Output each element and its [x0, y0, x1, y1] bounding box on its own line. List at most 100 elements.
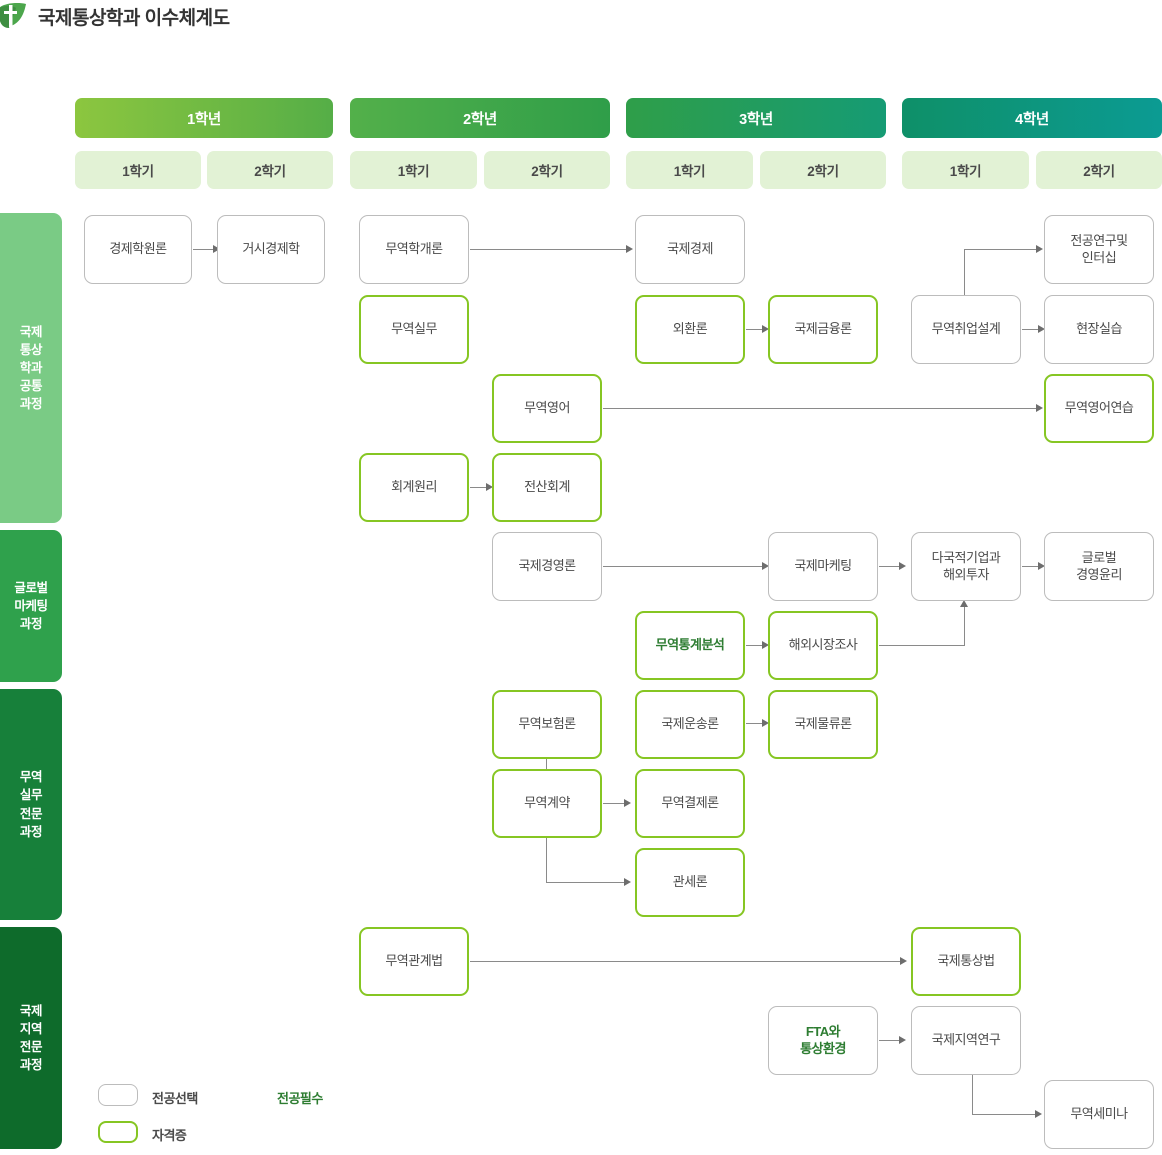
track-label-practice: 무역 실무 전문 과정 [0, 689, 62, 920]
course-box-무역보험론[interactable]: 무역보험론 [492, 690, 602, 759]
course-box-경제학원론[interactable]: 경제학원론 [84, 215, 192, 284]
connector [879, 1040, 903, 1042]
arrow-head [626, 245, 633, 253]
arrow-head [899, 1036, 906, 1044]
course-label: 무역세미나 [1070, 1106, 1128, 1122]
course-box-무역세미나[interactable]: 무역세미나 [1044, 1080, 1154, 1149]
semester-header-4-2: 2학기 [1036, 151, 1162, 189]
course-label: 무역계약 [524, 795, 570, 811]
arrow-head [1036, 404, 1043, 412]
semester-header-3-2-label: 2학기 [807, 164, 839, 179]
course-label: 국제물류론 [794, 716, 852, 732]
arrow-head [1035, 1110, 1042, 1118]
connector [746, 723, 765, 725]
leaf-logo-icon [0, 2, 28, 30]
course-box-무역관계법[interactable]: 무역관계법 [359, 927, 469, 996]
semester-header-1-1-label: 1학기 [122, 164, 154, 179]
arrow-head [213, 245, 220, 253]
course-box-전공연구및인터십[interactable]: 전공연구및 인터십 [1044, 215, 1154, 284]
course-label: 무역관계법 [385, 953, 443, 969]
course-box-무역학개론[interactable]: 무역학개론 [359, 215, 469, 284]
course-label: 국제마케팅 [794, 558, 852, 574]
semester-header-4-1-label: 1학기 [949, 164, 982, 179]
connector [603, 566, 765, 568]
course-label: 경제학원론 [109, 241, 167, 257]
course-box-글로벌경영윤리[interactable]: 글로벌 경영윤리 [1044, 532, 1154, 601]
course-label: 국제금융론 [794, 321, 852, 337]
course-label: 무역결제론 [661, 795, 719, 811]
connector [964, 249, 1038, 251]
semester-header-3-1-label: 1학기 [673, 164, 706, 179]
course-box-무역계약[interactable]: 무역계약 [492, 769, 602, 838]
course-label: 전공연구및 인터십 [1070, 232, 1128, 265]
connector [972, 1114, 1038, 1116]
course-box-무역영어연습[interactable]: 무역영어연습 [1044, 374, 1154, 443]
track-label-common-text: 국제 통상 학과 공통 과정 [19, 324, 43, 412]
course-box-다국적기업과해외투자[interactable]: 다국적기업과 해외투자 [911, 532, 1021, 601]
arrow-head [762, 719, 769, 727]
track-label-marketing: 글로벌 마케팅 과정 [0, 530, 62, 682]
course-box-무역취업설계[interactable]: 무역취업설계 [911, 295, 1021, 364]
course-box-국제운송론[interactable]: 국제운송론 [635, 690, 745, 759]
arrow-head [1038, 325, 1045, 333]
semester-header-1-2-label: 2학기 [254, 164, 286, 179]
course-box-FTA와통상환경[interactable]: FTA와 통상환경 [768, 1006, 878, 1075]
connector [964, 249, 966, 297]
semester-header-3-2: 2학기 [760, 151, 886, 189]
course-label: 관세론 [672, 874, 708, 890]
course-label: 국제운송론 [661, 716, 719, 732]
course-box-관세론[interactable]: 관세론 [635, 848, 745, 917]
arrow-head [899, 562, 906, 570]
year-header-2: 2학년 [350, 98, 610, 138]
course-box-거시경제학[interactable]: 거시경제학 [217, 215, 325, 284]
course-box-국제물류론[interactable]: 국제물류론 [768, 690, 878, 759]
legend-label-cert: 자격증 [152, 1128, 187, 1143]
connector [1022, 329, 1041, 331]
course-box-국제경영론[interactable]: 국제경영론 [492, 532, 602, 601]
course-box-무역영어[interactable]: 무역영어 [492, 374, 602, 443]
course-box-국제통상법[interactable]: 국제통상법 [911, 927, 1021, 996]
course-box-무역실무[interactable]: 무역실무 [359, 295, 469, 364]
course-box-해외시장조사[interactable]: 해외시장조사 [768, 611, 878, 680]
arrow-head [762, 641, 769, 649]
page-title: 국제통상학과 이수체계도 [38, 7, 230, 29]
course-box-국제지역연구[interactable]: 국제지역연구 [911, 1006, 1021, 1075]
connector [603, 408, 1039, 410]
connector [972, 1075, 974, 1114]
arrow-head [900, 957, 907, 965]
legend-label-select: 전공선택 [152, 1091, 198, 1106]
course-box-무역결제론[interactable]: 무역결제론 [635, 769, 745, 838]
course-label: 해외시장조사 [788, 637, 858, 653]
course-box-국제경제[interactable]: 국제경제 [635, 215, 745, 284]
course-box-회계원리[interactable]: 회계원리 [359, 453, 469, 522]
course-label: 무역취업설계 [931, 321, 1001, 337]
arrow-head [1038, 562, 1045, 570]
course-box-전산회계[interactable]: 전산회계 [492, 453, 602, 522]
course-label: FTA와 통상환경 [800, 1023, 846, 1056]
connector [879, 645, 965, 647]
year-header-4: 4학년 [902, 98, 1162, 138]
connector [546, 882, 628, 884]
course-box-현장실습[interactable]: 현장실습 [1044, 295, 1154, 364]
course-label: 무역통계분석 [655, 637, 725, 653]
track-label-marketing-text: 글로벌 마케팅 과정 [14, 580, 48, 632]
course-box-국제마케팅[interactable]: 국제마케팅 [768, 532, 878, 601]
connector [603, 803, 627, 805]
course-box-무역통계분석[interactable]: 무역통계분석 [635, 611, 745, 680]
year-header-1: 1학년 [75, 98, 333, 138]
course-label: 회계원리 [391, 479, 437, 495]
connector [470, 487, 489, 489]
course-box-외환론[interactable]: 외환론 [635, 295, 745, 364]
page-header: 국제통상학과 이수체계도 [0, 0, 230, 32]
course-label: 국제지역연구 [931, 1032, 1001, 1048]
connector [470, 249, 627, 251]
semester-header-1-1: 1학기 [75, 151, 201, 189]
course-label: 국제경제 [667, 241, 713, 257]
course-label: 무역보험론 [518, 716, 576, 732]
connector [746, 645, 765, 647]
course-label: 무역영어연습 [1064, 400, 1134, 416]
course-label: 무역학개론 [385, 241, 443, 257]
semester-header-2-1-label: 1학기 [397, 164, 430, 179]
course-box-국제금융론[interactable]: 국제금융론 [768, 295, 878, 364]
arrow-head [624, 799, 631, 807]
